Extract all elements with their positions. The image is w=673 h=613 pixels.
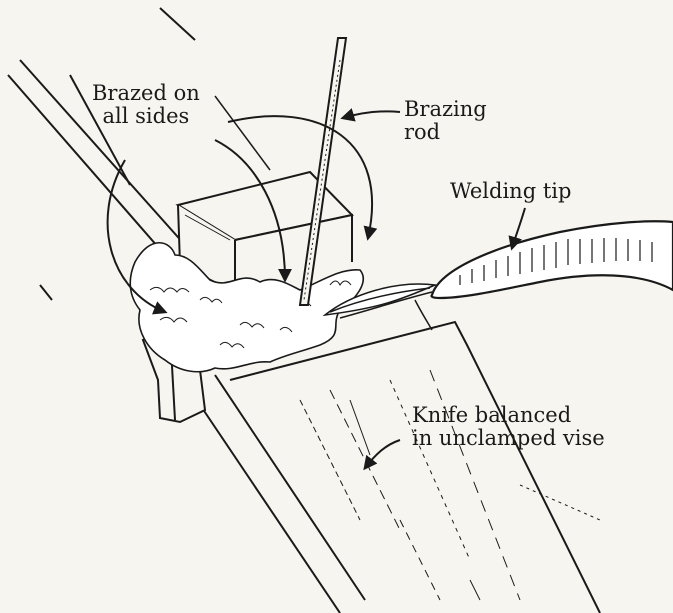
label-brazed-line-1: Brazed on: [92, 82, 200, 105]
label-brazed-line-2: all sides: [92, 105, 200, 128]
label-tip-text: Welding tip: [450, 180, 571, 203]
label-welding-tip: Welding tip: [450, 180, 571, 203]
brazing-rod: [300, 38, 346, 305]
label-brazing-rod: Brazing rod: [404, 98, 487, 144]
label-knife-line-1: Knife balanced: [412, 404, 605, 427]
label-knife-balanced: Knife balanced in unclamped vise: [412, 404, 605, 450]
brazed-joint: [130, 243, 363, 372]
label-rod-line-1: Brazing: [404, 98, 487, 121]
welding-tip: [431, 221, 673, 298]
knife-arrow: [365, 440, 400, 468]
label-brazed-on-all-sides: Brazed on all sides: [92, 82, 200, 128]
label-rod-line-2: rod: [404, 121, 487, 144]
rod-arrow: [343, 111, 400, 118]
label-knife-line-2: in unclamped vise: [412, 427, 605, 450]
